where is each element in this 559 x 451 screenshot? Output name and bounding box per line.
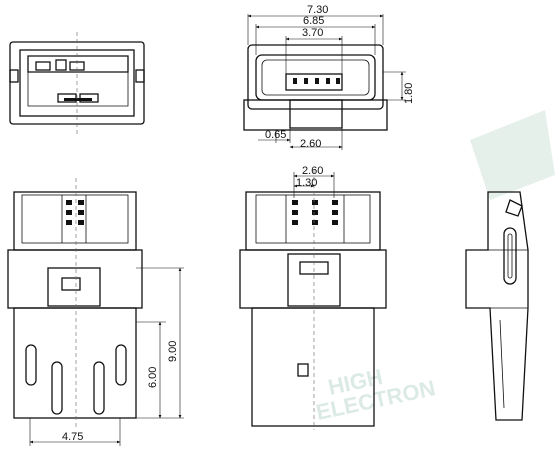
dimension-plug-length: 6.00 <box>136 321 166 419</box>
dimension-tab-width: 2.60 <box>289 128 343 150</box>
dimension-plug-width: 4.75 <box>29 418 121 446</box>
watermark: HIGH ELECTRON <box>314 110 555 425</box>
dim-label-overall-width: 7.30 <box>307 4 328 16</box>
plug-view-left: 4.75 9.00 6.00 <box>7 178 184 446</box>
dim-label-plug-length: 6.00 <box>147 367 159 388</box>
dim-label-pin-span: 3.70 <box>302 27 323 39</box>
dim-label-overall-length: 9.00 <box>167 341 179 362</box>
side-view-right <box>465 191 529 421</box>
dim-label-height: 1.80 <box>403 83 415 104</box>
dimension-tab-offset: 0.65 <box>258 128 291 143</box>
front-view-left <box>9 32 145 134</box>
dimension-pin-span: 3.70 <box>285 27 343 74</box>
dimension-height: 1.80 <box>383 71 415 104</box>
front-view-right: 7.30 6.85 3.70 1.80 0.65 <box>243 4 415 150</box>
pin-slots-middle <box>292 200 338 225</box>
dimension-overall-length: 9.00 <box>136 267 184 419</box>
dim-label-tab-offset: 0.65 <box>265 129 286 141</box>
plug-view-middle: 2.60 1.30 <box>239 165 387 430</box>
rear-contact-slots <box>66 200 84 225</box>
watermark-shape <box>470 110 555 200</box>
dim-label-inner-width: 6.85 <box>303 15 324 27</box>
dimension-inner-width: 6.85 <box>255 15 376 55</box>
dim-label-pitch: 1.30 <box>296 177 317 189</box>
dimension-pitch: 1.30 <box>293 177 317 189</box>
dimension-overall-width: 7.30 <box>247 4 384 45</box>
dim-label-plug-width: 4.75 <box>62 431 83 443</box>
dimension-pitch-span: 2.60 <box>293 165 335 198</box>
dim-label-pitch-span: 2.60 <box>302 165 323 177</box>
dim-label-tab-width: 2.60 <box>300 138 321 150</box>
